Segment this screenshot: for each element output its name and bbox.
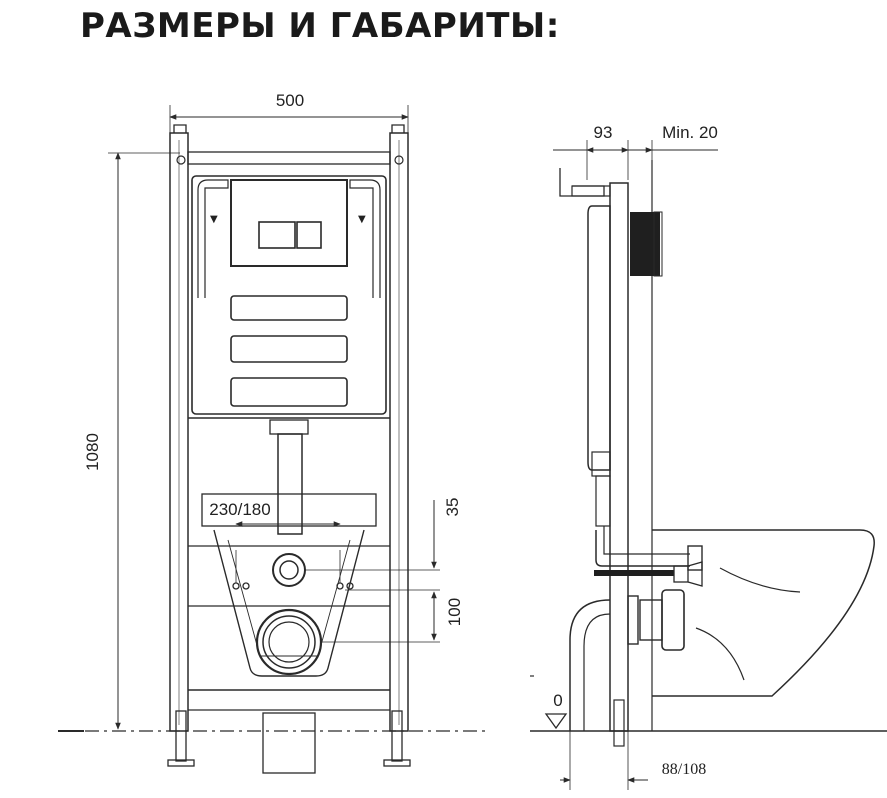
frame-top-bar xyxy=(187,151,391,165)
front-view: 500 1080 ▼ ▼ xyxy=(58,91,490,774)
frame-right-upright xyxy=(389,132,409,732)
floor-level-marker xyxy=(544,713,568,730)
width-label: 500 xyxy=(276,91,304,110)
flush-button-right xyxy=(296,221,322,249)
floor-level-label: 0 xyxy=(553,691,562,710)
spacing-label: 230/180 xyxy=(209,500,270,519)
side-cistern xyxy=(587,205,611,471)
drain-elbow xyxy=(569,599,611,731)
offset-35-label: 35 xyxy=(443,498,462,517)
flush-pipe xyxy=(277,433,303,535)
drain-outlet xyxy=(255,608,323,676)
depth-label: 93 xyxy=(594,123,613,142)
drain-pipe xyxy=(262,712,316,774)
side-flush-plate xyxy=(630,212,660,276)
page-title: РАЗМЕРЫ И ГАБАРИТЫ: xyxy=(80,6,560,46)
wall-hook xyxy=(559,168,605,197)
flush-button-left xyxy=(258,221,296,249)
mounting-stud xyxy=(594,570,674,576)
water-inlet xyxy=(272,553,306,587)
leg-label: 88/108 xyxy=(662,761,706,778)
flush-pipe-side xyxy=(595,530,690,567)
toilet-bowl xyxy=(652,529,875,697)
svg-text:▼: ▼ xyxy=(358,214,366,225)
frame-left-upright xyxy=(169,132,189,732)
side-frame-upright xyxy=(609,182,629,732)
cistern xyxy=(191,175,387,415)
height-label: 1080 xyxy=(83,433,102,471)
flush-pipe-top xyxy=(269,419,309,435)
svg-text:▼: ▼ xyxy=(210,214,218,225)
flush-plate xyxy=(230,179,348,267)
offset-100-label: 100 xyxy=(445,598,464,626)
drain-connector xyxy=(661,589,685,651)
min-label: Min. 20 xyxy=(662,123,718,142)
side-view: 0 93 Min. 20 xyxy=(530,123,887,790)
